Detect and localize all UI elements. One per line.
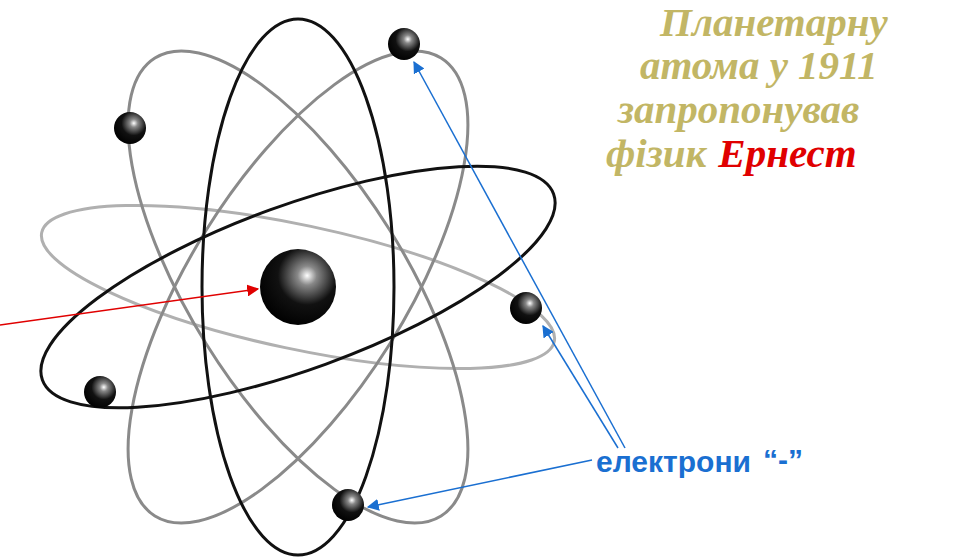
orbit <box>202 19 394 555</box>
title-text: Планетарну <box>660 2 888 43</box>
title-text: запропонував <box>618 89 859 130</box>
title-text: атома у 1911 <box>640 45 878 86</box>
scientist-name: Ернест <box>718 133 856 174</box>
orbit <box>14 117 581 457</box>
electrons <box>84 28 542 521</box>
nucleus <box>260 249 336 325</box>
electron-label: електрони <box>596 447 751 477</box>
leader-lines <box>368 62 625 507</box>
orbit <box>63 1 532 559</box>
title-text: фізик <box>606 133 706 174</box>
orbit <box>29 172 567 402</box>
nucleus-arrow <box>0 289 258 325</box>
orbit <box>63 1 532 559</box>
charge-sign: “-” <box>763 445 803 475</box>
